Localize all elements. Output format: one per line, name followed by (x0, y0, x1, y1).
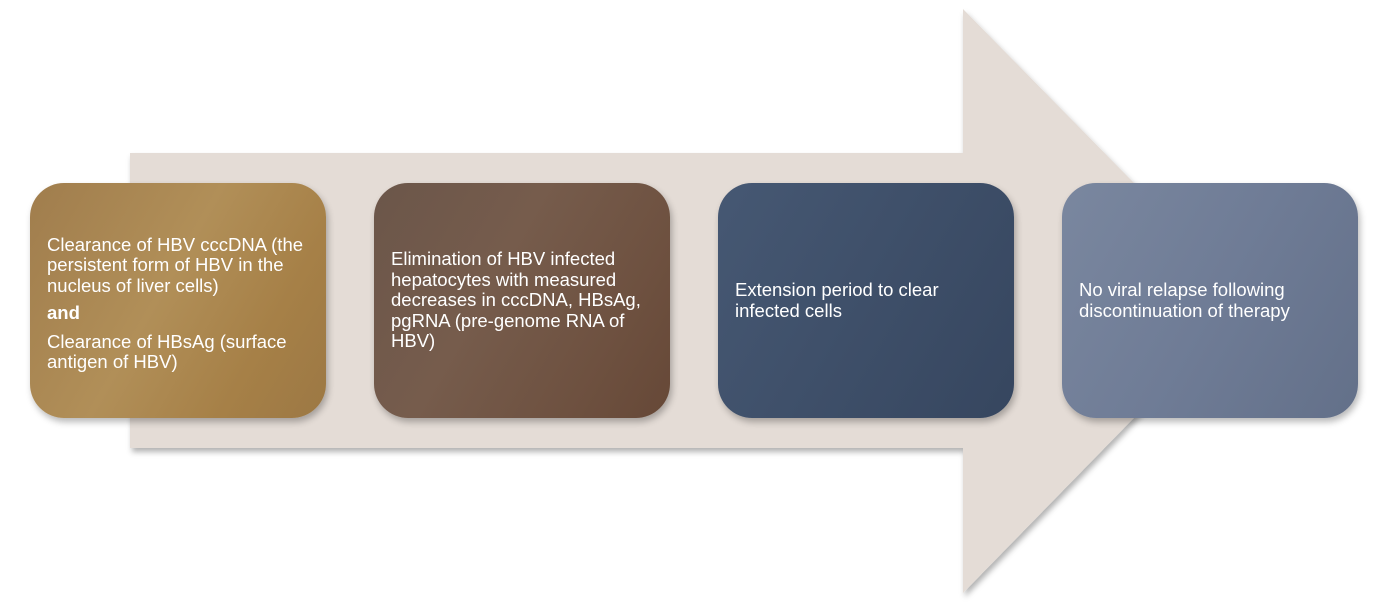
step-1-text-after: Clearance of HBsAg (surface antigen of H… (47, 330, 287, 372)
step-3-box: Extension period to clear infected cells (718, 183, 1014, 418)
step-2-box: Elimination of HBV infected hepatocytes … (374, 183, 670, 418)
step-4-box: No viral relapse following discontinuati… (1062, 183, 1358, 418)
step-1-box: Clearance of HBV cccDNA (the persistent … (30, 183, 326, 418)
step-3-text: Extension period to clear infected cells (735, 279, 939, 321)
step-1-connector: and (47, 302, 80, 323)
step-4-text: No viral relapse following discontinuati… (1079, 279, 1290, 321)
arrow-shape (130, 9, 1249, 593)
step-2-text: Elimination of HBV infected hepatocytes … (391, 248, 641, 352)
step-1-text: Clearance of HBV cccDNA (the persistent … (47, 233, 304, 296)
